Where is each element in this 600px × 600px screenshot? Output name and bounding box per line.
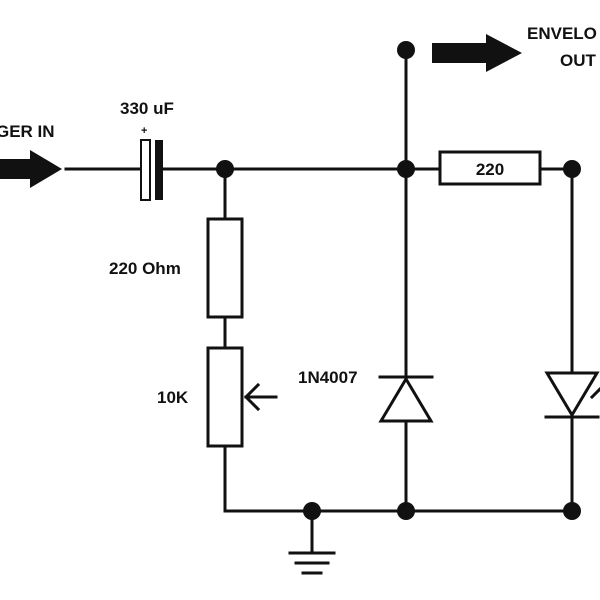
led-icon: [544, 371, 600, 419]
potentiometer-label: 10K: [157, 388, 189, 407]
resistor-220-label: 220: [476, 160, 504, 179]
resistor-220-ohm: [206, 217, 244, 319]
resistor-220-ohm-label: 220 Ohm: [109, 259, 181, 278]
envelope-out-arrow-icon: [432, 34, 522, 72]
trigger-in-label: GER IN: [0, 122, 55, 141]
resistor-220: [438, 150, 542, 186]
wiper-arrow-icon: [243, 382, 278, 412]
trigger-in-arrow-icon: [0, 150, 62, 188]
capacitor-label: 330 uF: [120, 99, 174, 118]
ground-icon: [288, 509, 336, 575]
junction-dot: [303, 502, 321, 520]
junction-dot: [216, 160, 234, 178]
diode-1n4007: [378, 375, 434, 423]
potentiometer-10k: [206, 346, 244, 448]
junction-dot: [397, 502, 415, 520]
envelope-out-label-line1: ENVELO: [527, 24, 597, 43]
capacitor-polarity-label: +: [141, 125, 147, 137]
junction-dot: [563, 502, 581, 520]
diode-label: 1N4007: [298, 368, 358, 387]
capacitor-330uf: [140, 139, 163, 201]
junction-dot: [397, 41, 415, 59]
junction-dot: [397, 160, 415, 178]
envelope-out-label-line2: OUT: [560, 51, 597, 70]
junction-dot: [563, 160, 581, 178]
